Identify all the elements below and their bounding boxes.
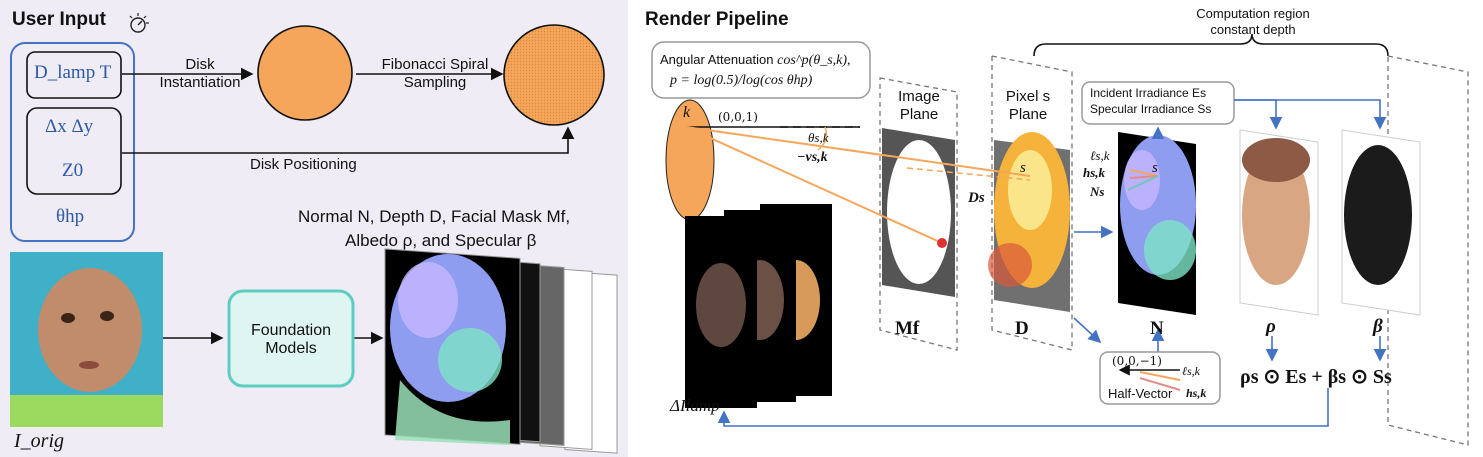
plane-mf-label: Mf bbox=[895, 318, 920, 339]
specular-irradiance: Specular Irradiance Ss bbox=[1090, 102, 1212, 116]
label-disk-positioning: Disk Positioning bbox=[250, 156, 357, 173]
param-theta-hp: θhp bbox=[56, 206, 85, 227]
d-s-label: Ds bbox=[968, 190, 985, 206]
theta-sk: θs,k bbox=[808, 130, 829, 145]
lamp-knob-icon bbox=[129, 13, 149, 33]
p-formula: p = log(0.5)/log(cos θhp) bbox=[670, 73, 813, 88]
vector-001: (0,0,1) bbox=[718, 110, 758, 124]
user-input-title: User Input bbox=[12, 9, 106, 30]
label-fibonacci-sampling: Fibonacci Spiral Sampling bbox=[381, 56, 489, 91]
label-disk-instantiation: Disk Instantiation bbox=[159, 56, 241, 91]
maps-caption-2: Albedo ρ, and Specular β bbox=[345, 231, 537, 250]
foundation-models-label: Foundation Models bbox=[250, 322, 332, 357]
normal-s-label: s bbox=[1152, 160, 1158, 176]
param-dlamp-t: D_lamp T bbox=[34, 62, 112, 83]
input-image-label: I_orig bbox=[14, 430, 64, 452]
panel-divider bbox=[628, 0, 632, 457]
half-h-sk: hs,k bbox=[1186, 386, 1207, 400]
depth-s-label: s bbox=[1020, 160, 1026, 176]
plane-beta-label: β bbox=[1373, 316, 1383, 337]
plane-n-label: N bbox=[1150, 318, 1164, 339]
minus-v-sk: −vs,k bbox=[797, 150, 828, 165]
pixel-plane-label: Pixel s Plane bbox=[1005, 88, 1051, 123]
delta-i-lamp-label: ΔIlamp bbox=[670, 396, 720, 415]
user-input-diagram bbox=[10, 24, 618, 454]
n-s-label: Ns bbox=[1090, 184, 1105, 199]
l-sk-label: ℓs,k bbox=[1090, 148, 1110, 163]
h-sk-label: hs,k bbox=[1083, 165, 1106, 180]
vector-00m1: (0,0,−1) bbox=[1112, 354, 1162, 368]
plane-rho-label: ρ bbox=[1266, 316, 1276, 337]
half-vector-label: Half-Vector bbox=[1108, 386, 1173, 401]
param-z0: Z0 bbox=[62, 160, 84, 181]
render-equation: ρs ⊙ Es + βs ⊙ Ss bbox=[1240, 366, 1392, 388]
point-k: k bbox=[683, 104, 691, 121]
half-l-sk: ℓs,k bbox=[1182, 364, 1200, 378]
maps-caption-1: Normal N, Depth D, Facial Mask Mf, bbox=[298, 207, 571, 226]
param-delta-xy: Δx Δy bbox=[45, 116, 94, 137]
render-pipeline-title: Render Pipeline bbox=[645, 9, 789, 30]
angular-attenuation: Angular Attenuation cos^p(θ_s,k), bbox=[660, 52, 851, 68]
image-plane-label: Image Plane bbox=[898, 88, 940, 123]
incident-irradiance: Incident Irradiance Es bbox=[1090, 86, 1207, 100]
plane-d-label: D bbox=[1015, 318, 1029, 339]
computation-region-label: Computation region constant depth bbox=[1196, 6, 1310, 37]
